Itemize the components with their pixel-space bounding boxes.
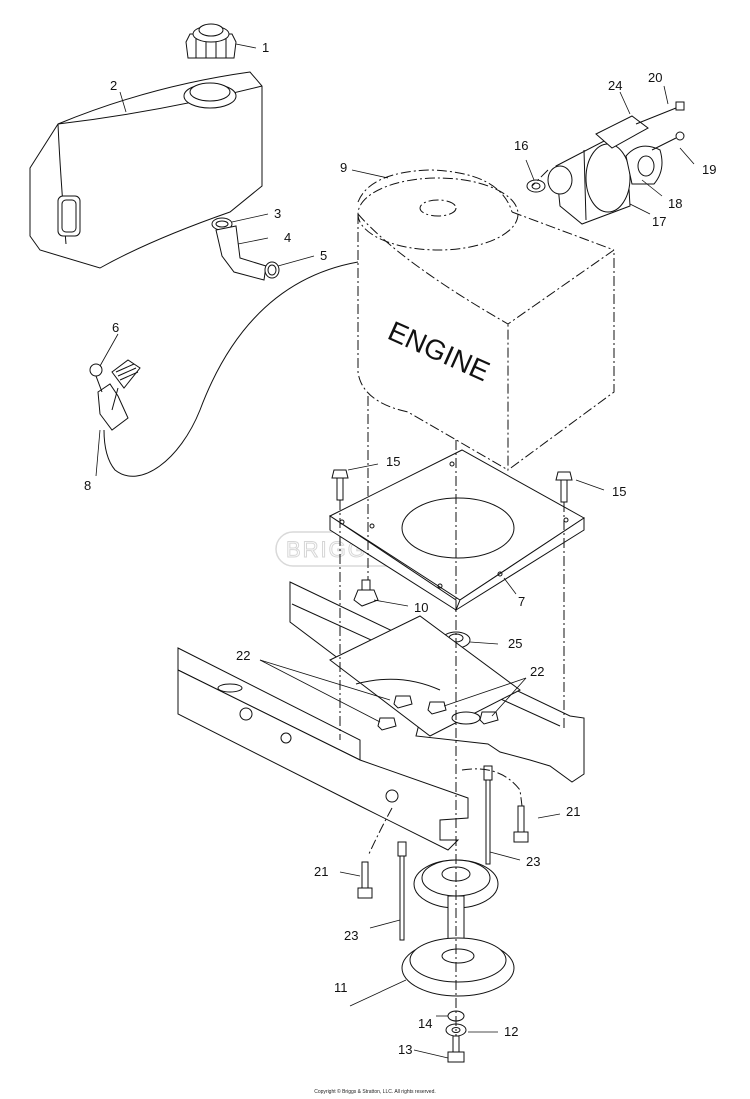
muffler-screw-19[interactable] bbox=[651, 131, 685, 151]
pulley-lower[interactable] bbox=[401, 937, 515, 997]
fuel-tank[interactable] bbox=[29, 71, 263, 269]
callout-8: 8 bbox=[84, 478, 91, 493]
frame-nut-4[interactable] bbox=[479, 711, 499, 725]
mount-bolt-right[interactable] bbox=[555, 471, 573, 503]
frame-rail-left bbox=[177, 647, 469, 851]
callout-23-left: 23 bbox=[344, 928, 358, 943]
callout-4: 4 bbox=[284, 230, 291, 245]
muffler[interactable] bbox=[547, 139, 631, 225]
copyright-notice: Copyright © Briggs & Stratton, LLC. All … bbox=[314, 1089, 436, 1095]
bolt-21-right[interactable] bbox=[513, 805, 529, 843]
callout-19: 19 bbox=[702, 162, 716, 177]
muffler-guard[interactable] bbox=[625, 145, 663, 185]
stud-23-left[interactable] bbox=[397, 841, 407, 941]
mount-nut[interactable] bbox=[353, 579, 379, 607]
leader-lines bbox=[95, 43, 695, 1059]
callout-18: 18 bbox=[668, 196, 682, 211]
frame-nut-3[interactable] bbox=[427, 701, 447, 715]
callout-5: 5 bbox=[320, 248, 327, 263]
callout-21-right: 21 bbox=[566, 804, 580, 819]
frame-nut-2[interactable] bbox=[377, 717, 397, 731]
callout-13: 13 bbox=[398, 1042, 412, 1057]
callout-25: 25 bbox=[508, 636, 522, 651]
throttle-control[interactable] bbox=[97, 359, 141, 431]
fuel-cap[interactable] bbox=[185, 23, 237, 59]
bolt-13[interactable] bbox=[447, 1035, 465, 1063]
hose-clamp-lower[interactable] bbox=[264, 261, 280, 279]
bolt-21-left[interactable] bbox=[357, 861, 373, 899]
callout-22-right: 22 bbox=[530, 664, 544, 679]
callout-12: 12 bbox=[504, 1024, 518, 1039]
throttle-knob[interactable] bbox=[89, 363, 103, 393]
muffler-bracket[interactable] bbox=[595, 115, 649, 149]
mount-bolt-left[interactable] bbox=[331, 469, 349, 501]
callout-11: 11 bbox=[334, 980, 348, 995]
callout-23-right: 23 bbox=[526, 854, 540, 869]
callout-10: 10 bbox=[414, 600, 428, 615]
engine-mount-plate[interactable] bbox=[328, 449, 585, 612]
frame-crossmember bbox=[329, 615, 521, 737]
callouts: 1 2 3 4 5 6 7 8 9 10 11 12 13 14 15 15 1… bbox=[84, 40, 716, 1057]
callout-22-left: 22 bbox=[236, 648, 250, 663]
callout-7: 7 bbox=[518, 594, 525, 609]
callout-24: 24 bbox=[608, 78, 622, 93]
callout-17: 17 bbox=[652, 214, 666, 229]
callout-16: 16 bbox=[514, 138, 528, 153]
pulley-upper[interactable] bbox=[413, 859, 499, 909]
callout-3: 3 bbox=[274, 206, 281, 221]
muffler-bolt-20[interactable] bbox=[635, 101, 685, 125]
assembly-axis-lines bbox=[339, 169, 565, 1036]
callout-21-left: 21 bbox=[314, 864, 328, 879]
throttle-cable[interactable] bbox=[103, 261, 359, 477]
callout-14: 14 bbox=[418, 1016, 432, 1031]
callout-6: 6 bbox=[112, 320, 119, 335]
frame-nut-1[interactable] bbox=[393, 695, 413, 709]
fuel-hose[interactable] bbox=[215, 225, 267, 281]
callout-2: 2 bbox=[110, 78, 117, 93]
callout-9: 9 bbox=[340, 160, 347, 175]
muffler-gasket[interactable] bbox=[526, 179, 546, 193]
engine-label: ENGINE bbox=[384, 315, 495, 387]
stud-23-right[interactable] bbox=[483, 765, 493, 865]
callout-20: 20 bbox=[648, 70, 662, 85]
callout-15-right: 15 bbox=[612, 484, 626, 499]
callout-1: 1 bbox=[262, 40, 269, 55]
callout-15-left: 15 bbox=[386, 454, 400, 469]
